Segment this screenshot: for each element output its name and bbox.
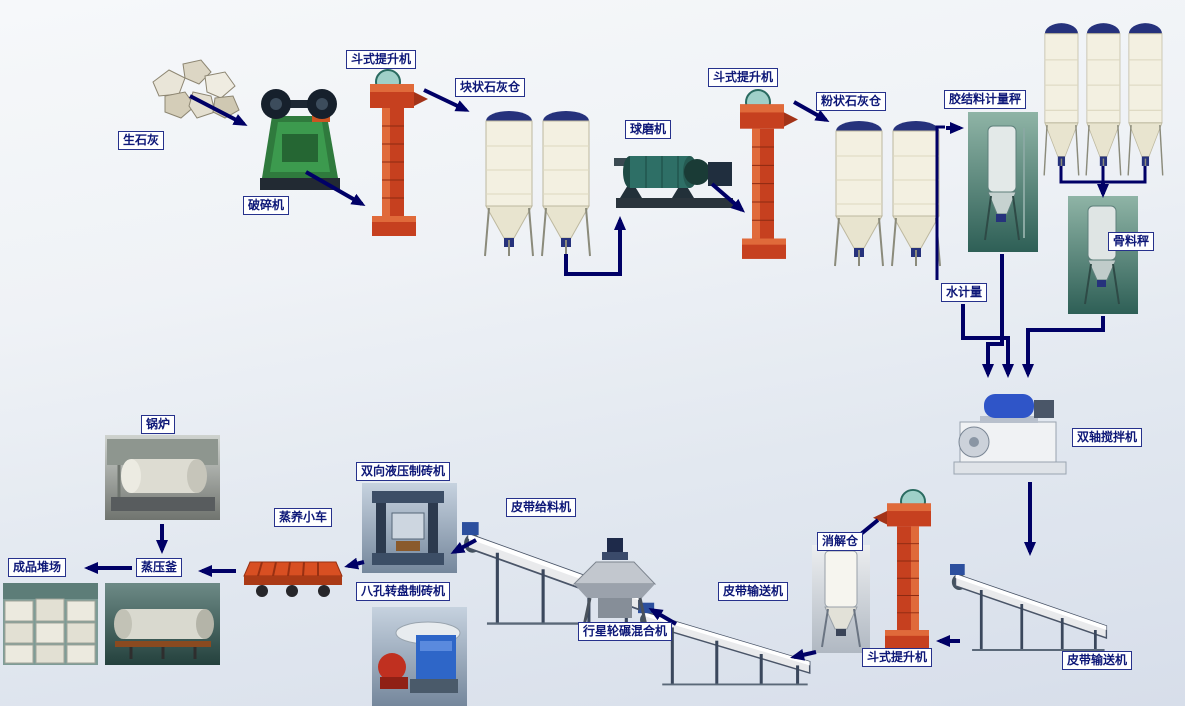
rotary-brick-machine-node xyxy=(372,607,467,706)
planetary-mixer-node xyxy=(572,538,657,628)
label-belt-conveyor-mid: 皮带输送机 xyxy=(718,582,789,601)
boiler-image xyxy=(105,435,220,520)
product-yard-image xyxy=(3,583,98,665)
steam-cart-node xyxy=(240,548,345,603)
binder-scale-node xyxy=(968,112,1038,252)
planetary-mixer-image xyxy=(572,538,657,627)
powder-lime-silo-image xyxy=(834,120,941,267)
bucket-elevator-1-node xyxy=(358,68,433,240)
label-autoclave: 蒸压釜 xyxy=(136,558,183,577)
product-yard-node xyxy=(3,583,98,665)
ball-mill-image xyxy=(614,156,733,208)
label-water-metering: 水计量 xyxy=(941,283,988,302)
lump-lime-silo-node xyxy=(480,106,595,263)
label-binder-scale: 胶结料计量秤 xyxy=(944,90,1027,109)
label-powder-lime-silo: 粉状石灰仓 xyxy=(816,92,887,111)
double-shaft-mixer-image xyxy=(953,394,1067,475)
aggregate-silos-node xyxy=(1040,20,1165,202)
label-rotary-brick-machine: 八孔转盘制砖机 xyxy=(356,582,451,601)
belt-conveyor-mid-node xyxy=(638,597,816,687)
label-bucket-elevator-3: 斗式提升机 xyxy=(862,648,933,667)
label-aggregate-scale: 骨料秤 xyxy=(1108,232,1155,251)
label-slaking-silo: 消解仓 xyxy=(817,532,864,551)
label-quicklime: 生石灰 xyxy=(118,131,165,150)
bucket-elevator-3-image xyxy=(872,488,932,651)
ball-mill-node xyxy=(612,138,737,213)
belt-conveyor-right-image xyxy=(950,562,1108,652)
crusher-image xyxy=(260,89,340,190)
bucket-elevator-2-node xyxy=(728,88,803,263)
double-shaft-mixer-node xyxy=(950,378,1070,478)
crusher-node xyxy=(252,82,347,194)
aggregate-scale-node xyxy=(1068,196,1138,314)
hydraulic-brick-machine-image xyxy=(362,483,457,573)
belt-conveyor-right-node xyxy=(950,558,1111,653)
label-lump-lime-silo: 块状石灰仓 xyxy=(455,78,526,97)
label-double-shaft-mixer: 双轴搅拌机 xyxy=(1072,428,1143,447)
quicklime-rocks-image xyxy=(152,59,240,119)
label-bucket-elevator-2: 斗式提升机 xyxy=(708,68,779,87)
belt-conveyor-mid-image xyxy=(638,601,812,686)
autoclave-image xyxy=(105,583,220,665)
autoclave-node xyxy=(105,583,220,665)
bucket-elevator-1-image xyxy=(369,69,429,237)
aggregate-silos-image xyxy=(1043,22,1164,177)
boiler-node xyxy=(105,435,220,520)
rotary-brick-machine-image xyxy=(372,607,467,706)
label-steam-cart: 蒸养小车 xyxy=(274,508,333,527)
label-bucket-elevator-1: 斗式提升机 xyxy=(346,50,417,69)
label-crusher: 破碎机 xyxy=(243,196,290,215)
bucket-elevator-2-image xyxy=(738,89,800,260)
slaking-silo-image xyxy=(812,545,870,653)
label-belt-conveyor-right: 皮带输送机 xyxy=(1062,651,1133,670)
slaking-silo-node xyxy=(812,545,870,653)
hydraulic-brick-machine-node xyxy=(362,483,457,573)
label-boiler: 锅炉 xyxy=(141,415,176,434)
binder-scale-image xyxy=(968,112,1038,252)
label-ball-mill: 球磨机 xyxy=(625,120,672,139)
label-planetary-mixer: 行星轮碾混合机 xyxy=(578,622,673,641)
bucket-elevator-3-node xyxy=(868,488,943,653)
steam-cart-image xyxy=(243,561,343,597)
aggregate-scale-image xyxy=(1068,196,1138,314)
lump-lime-silo-image xyxy=(484,110,591,257)
powder-lime-silo-node xyxy=(830,116,945,273)
label-belt-feeder: 皮带给料机 xyxy=(506,498,577,517)
label-hydraulic-brick-machine: 双向液压制砖机 xyxy=(356,462,451,481)
label-product-yard: 成品堆场 xyxy=(8,558,67,577)
quicklime-rocks xyxy=(135,52,250,132)
